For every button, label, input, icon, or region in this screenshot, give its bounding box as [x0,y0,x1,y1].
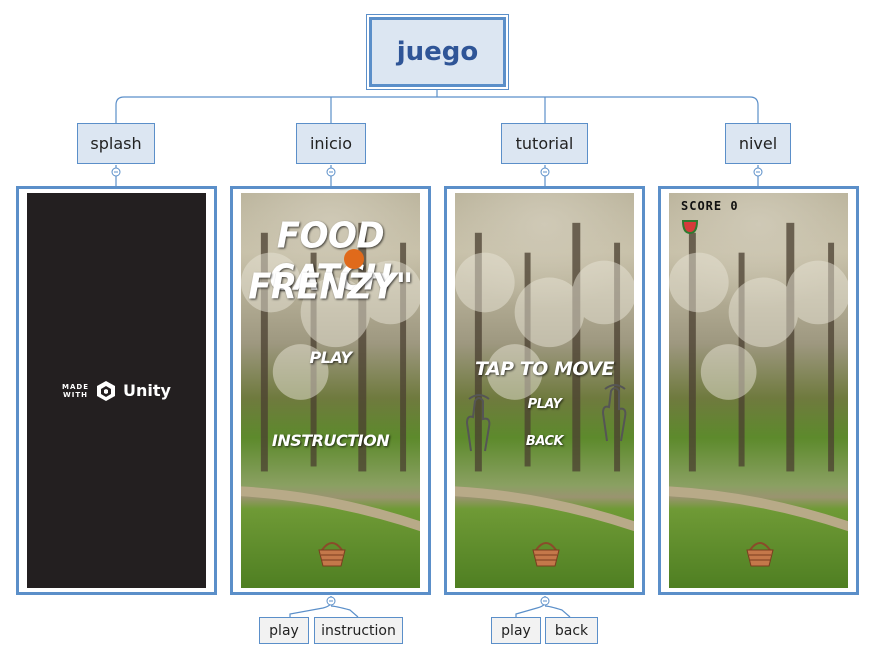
node-tutorial[interactable]: tutorial [501,123,588,164]
node-inicio[interactable]: inicio [296,123,366,164]
screenshot-inicio: FOOD CATCH FRENZY" PLAY INSTRUCTION [230,186,431,595]
node-label: back [554,622,589,639]
node-inicio-instruction[interactable]: instruction [314,617,403,644]
score-label: SCORE 0 [681,199,739,213]
nivel-screen: SCORE 0 [669,193,848,588]
watermelon-icon [681,220,699,235]
node-label: play [269,622,299,639]
unity-logo: MADE WITH Unity [62,380,171,402]
tap-right-hand-icon [601,384,627,442]
game-title-line2: FRENZY" [248,266,413,308]
made-with-text: MADE WITH [62,383,89,399]
orange-fruit-icon [344,249,364,269]
node-label: tutorial [515,134,574,153]
play-button[interactable]: PLAY [309,348,352,367]
tap-left-hand-icon [465,394,491,452]
screenshot-splash: MADE WITH Unity [16,186,217,595]
unity-brand-text: Unity [123,381,171,400]
made-text: MADE [62,382,90,391]
root-node-label: juego [396,37,479,67]
node-label: inicio [309,134,353,153]
back-button[interactable]: BACK [525,434,564,449]
node-label: splash [90,134,142,153]
splash-screen: MADE WITH Unity [27,193,206,588]
basket-icon [532,542,560,567]
unity-cube-icon [97,380,116,401]
play-button[interactable]: PLAY [527,397,562,412]
inicio-screen: FOOD CATCH FRENZY" PLAY INSTRUCTION [241,193,420,588]
tap-to-move-heading: TAP TO MOVE [474,358,615,380]
park-background [241,222,420,532]
basket-icon [746,542,774,567]
park-background [669,222,848,532]
park-background [455,222,634,532]
node-tutorial-play[interactable]: play [491,617,541,644]
node-splash[interactable]: splash [77,123,155,164]
node-nivel[interactable]: nivel [725,123,791,164]
node-label: play [501,622,531,639]
node-inicio-play[interactable]: play [259,617,309,644]
screenshot-tutorial: TAP TO MOVE PLAY BACK [444,186,645,595]
screenshot-nivel: SCORE 0 [658,186,859,595]
basket-icon [318,542,346,567]
game-title-line1: FOOD CATCH [269,215,392,299]
root-node-juego[interactable]: juego [366,14,509,90]
node-label: instruction [321,622,396,639]
with-text: WITH [63,390,88,399]
node-label: nivel [738,134,778,153]
tutorial-screen: TAP TO MOVE PLAY BACK [455,193,634,588]
instruction-button[interactable]: INSTRUCTION [271,431,390,450]
node-tutorial-back[interactable]: back [545,617,598,644]
